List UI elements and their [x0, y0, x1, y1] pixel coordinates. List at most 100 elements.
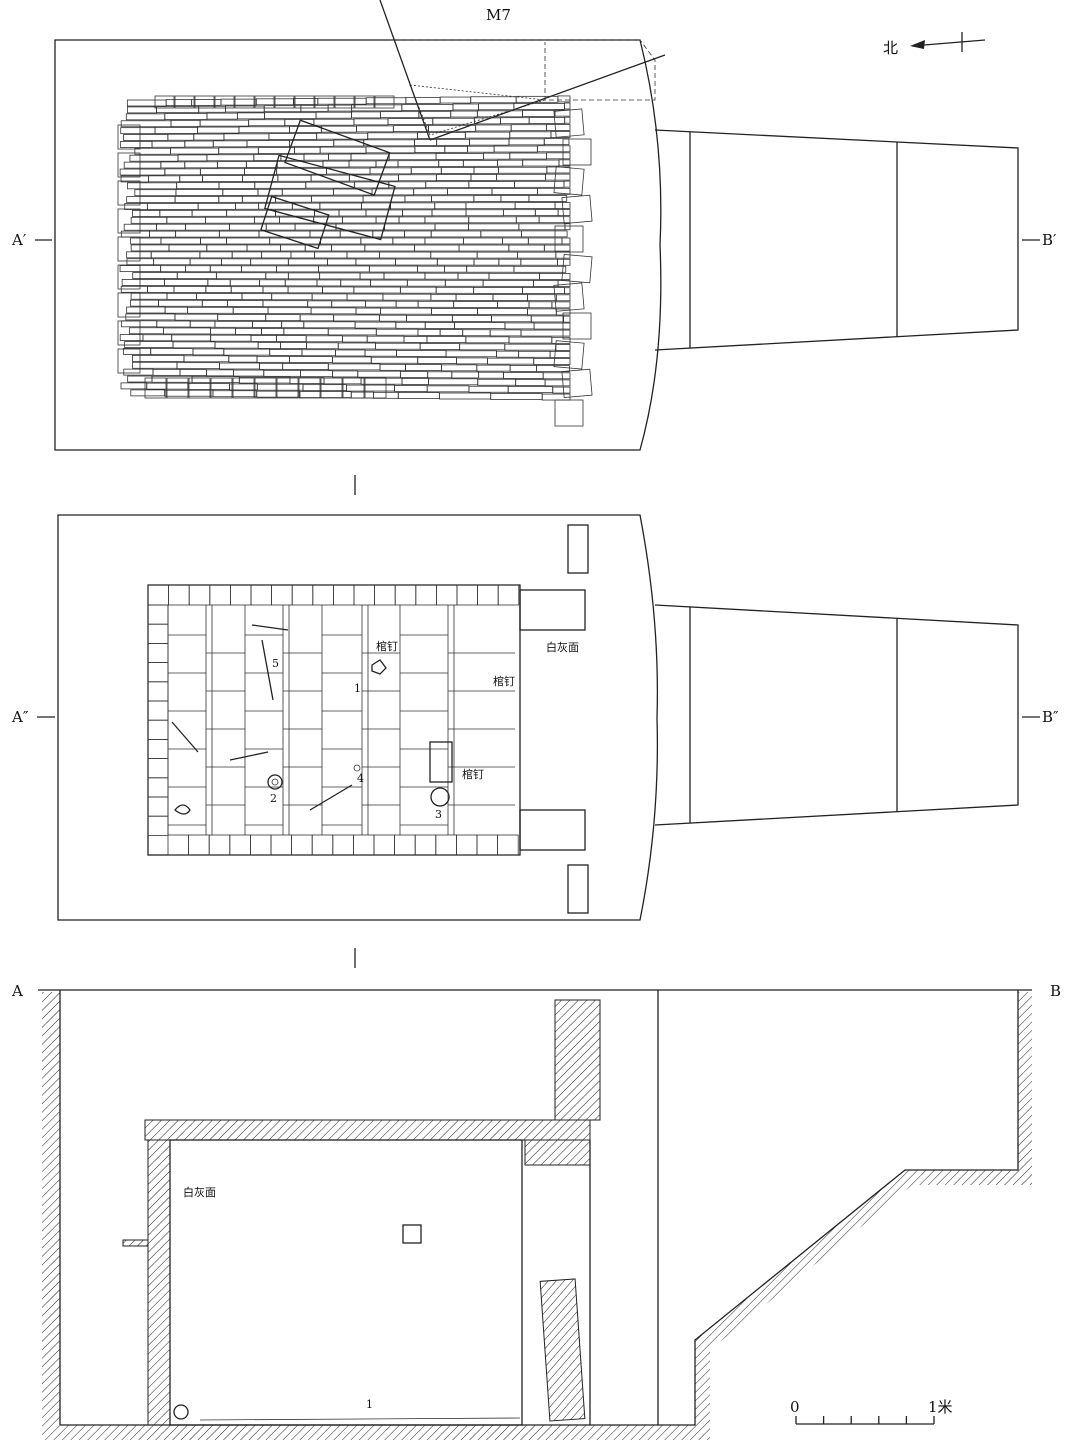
- brick: [378, 314, 407, 322]
- brick: [562, 312, 592, 340]
- brick: [164, 279, 209, 286]
- brick: [276, 265, 319, 273]
- brick: [390, 202, 436, 210]
- brick: [352, 834, 375, 856]
- brick: [201, 300, 228, 307]
- brick: [177, 154, 208, 162]
- brick: [563, 315, 571, 323]
- brick: [176, 182, 220, 190]
- brick: [455, 294, 494, 301]
- brick: [493, 145, 538, 153]
- brick: [370, 356, 419, 364]
- brick: [360, 377, 403, 385]
- lime-surface-label: 白灰面: [546, 640, 579, 654]
- brick: [162, 327, 212, 335]
- brick: [129, 327, 164, 335]
- skull: [173, 1404, 189, 1420]
- brick: [302, 384, 347, 392]
- brick: [274, 95, 295, 109]
- brick: [129, 299, 159, 307]
- brick: [365, 300, 397, 308]
- brick: [500, 195, 530, 202]
- brick: [125, 113, 166, 121]
- brick: [206, 112, 238, 120]
- brick: [465, 209, 504, 217]
- brick: [210, 327, 236, 335]
- brick: [153, 258, 191, 266]
- brick: [436, 258, 475, 266]
- brick: [395, 300, 419, 308]
- brick: [306, 342, 339, 350]
- brick: [199, 168, 245, 176]
- brick: [361, 202, 391, 210]
- brick: [194, 95, 215, 109]
- brick: [198, 105, 226, 113]
- top-plan: M7 北 A′ B′: [11, 0, 1057, 451]
- brick: [119, 168, 166, 176]
- brick: [359, 272, 385, 280]
- brick: [223, 348, 271, 356]
- brick: [468, 385, 509, 393]
- brick: [281, 321, 305, 329]
- brick: [399, 371, 429, 378]
- brick: [185, 265, 211, 273]
- brick: [241, 293, 273, 301]
- brick: [258, 202, 293, 210]
- m7-line: [429, 54, 666, 141]
- brick: [230, 286, 264, 294]
- brick: [226, 237, 271, 245]
- brick: [521, 287, 565, 294]
- door-brick: [519, 809, 586, 851]
- brick: [394, 584, 417, 606]
- brick: [119, 334, 144, 341]
- brick: [473, 258, 500, 266]
- brick: [456, 584, 479, 606]
- artifact-number: 1: [354, 682, 361, 695]
- brick: [280, 244, 306, 252]
- brick: [225, 105, 265, 113]
- brick: [331, 244, 366, 252]
- brick: [117, 292, 141, 318]
- brick: [210, 377, 233, 399]
- brick: [564, 116, 571, 124]
- brick: [392, 125, 429, 132]
- brick: [401, 104, 454, 111]
- brick: [418, 110, 452, 118]
- brick: [395, 258, 438, 266]
- brick: [482, 279, 534, 287]
- brick: [346, 251, 380, 259]
- dromos-profile: [660, 990, 1019, 1426]
- brick: [222, 188, 259, 196]
- brick: [191, 99, 222, 106]
- brick: [317, 97, 367, 105]
- brick: [294, 95, 315, 109]
- brick: [424, 237, 464, 245]
- door-brick: [567, 524, 589, 574]
- brick: [208, 834, 231, 856]
- brick: [334, 95, 355, 109]
- brick: [414, 146, 446, 153]
- brick: [369, 167, 412, 175]
- brick: [197, 202, 236, 210]
- brick: [554, 399, 584, 427]
- brick: [425, 181, 470, 189]
- brick: [188, 584, 211, 606]
- brick: [250, 258, 289, 266]
- brick: [256, 390, 301, 398]
- brick: [520, 258, 558, 266]
- section-label-b-prime: B′: [1042, 231, 1057, 249]
- brick: [170, 147, 220, 155]
- brick: [522, 159, 560, 167]
- brick: [164, 306, 189, 314]
- brick: [197, 126, 240, 134]
- brick: [382, 293, 432, 301]
- displaced-brick: [260, 195, 330, 250]
- brick: [282, 363, 329, 370]
- brick: [466, 265, 515, 273]
- brick: [414, 139, 438, 146]
- brick: [518, 350, 551, 358]
- door-brick: [519, 589, 586, 631]
- brick: [179, 369, 207, 377]
- brick: [291, 584, 314, 606]
